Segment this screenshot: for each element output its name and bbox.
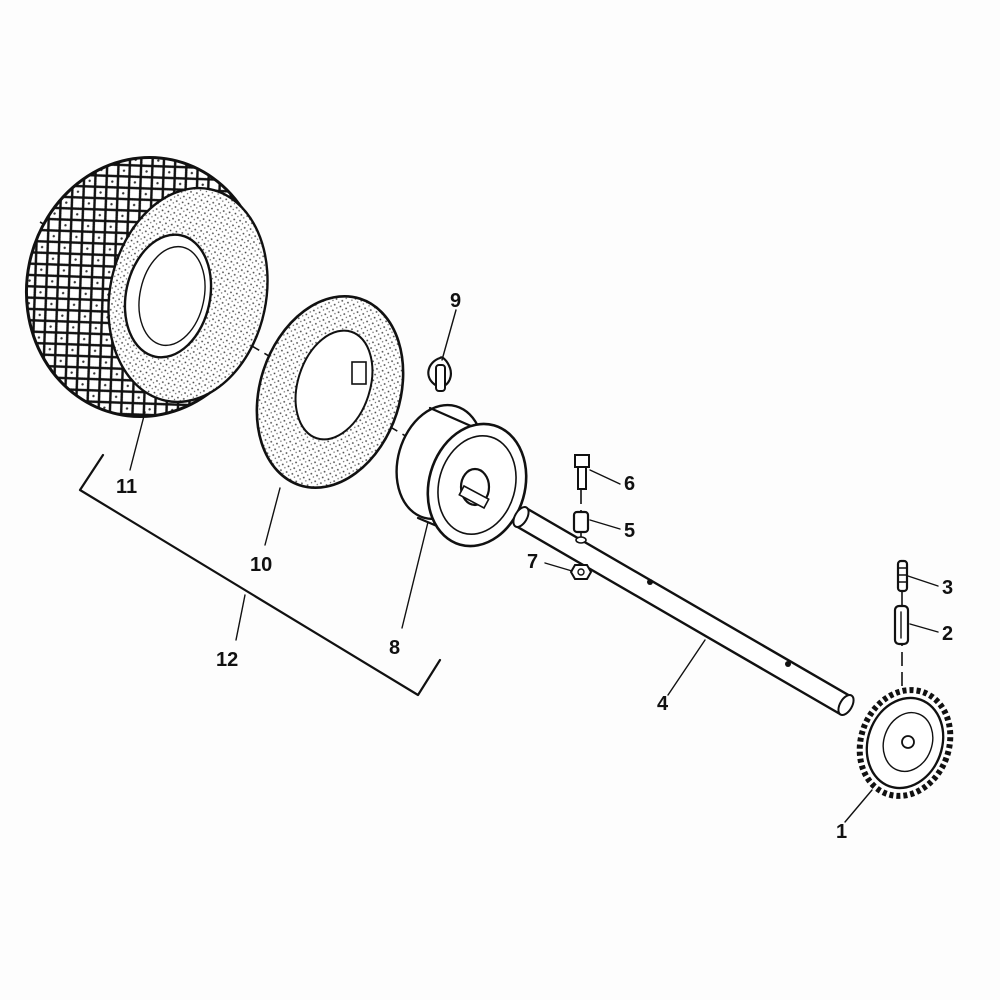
nut-icon xyxy=(569,564,593,580)
callout-8: 8 xyxy=(389,637,400,659)
callout-5: 5 xyxy=(624,520,635,542)
callout-3: 3 xyxy=(942,577,953,599)
spacer-icon xyxy=(572,510,590,544)
wheel-rim-icon xyxy=(395,403,528,548)
callout-10: 10 xyxy=(250,554,272,576)
callout-12: 12 xyxy=(216,649,238,671)
leader-lines xyxy=(129,309,939,823)
bolt-icon xyxy=(574,454,590,490)
callout-7: 7 xyxy=(527,551,538,573)
wheel-assembly-bracket-icon xyxy=(78,453,442,697)
roll-pin-icon xyxy=(896,559,909,593)
callout-1: 1 xyxy=(836,821,847,843)
bevel-gear-icon xyxy=(856,687,954,799)
tire-icon xyxy=(24,155,269,419)
axle-shaft-icon xyxy=(512,506,855,716)
sleeve-icon xyxy=(893,604,910,646)
callout-6: 6 xyxy=(624,473,635,495)
callout-11: 11 xyxy=(116,476,137,498)
linch-pin-icon xyxy=(427,356,452,392)
callout-2: 2 xyxy=(942,623,953,645)
callout-9: 9 xyxy=(450,290,461,312)
callout-4: 4 xyxy=(657,693,669,715)
inner-tube-flap-icon xyxy=(255,295,405,489)
